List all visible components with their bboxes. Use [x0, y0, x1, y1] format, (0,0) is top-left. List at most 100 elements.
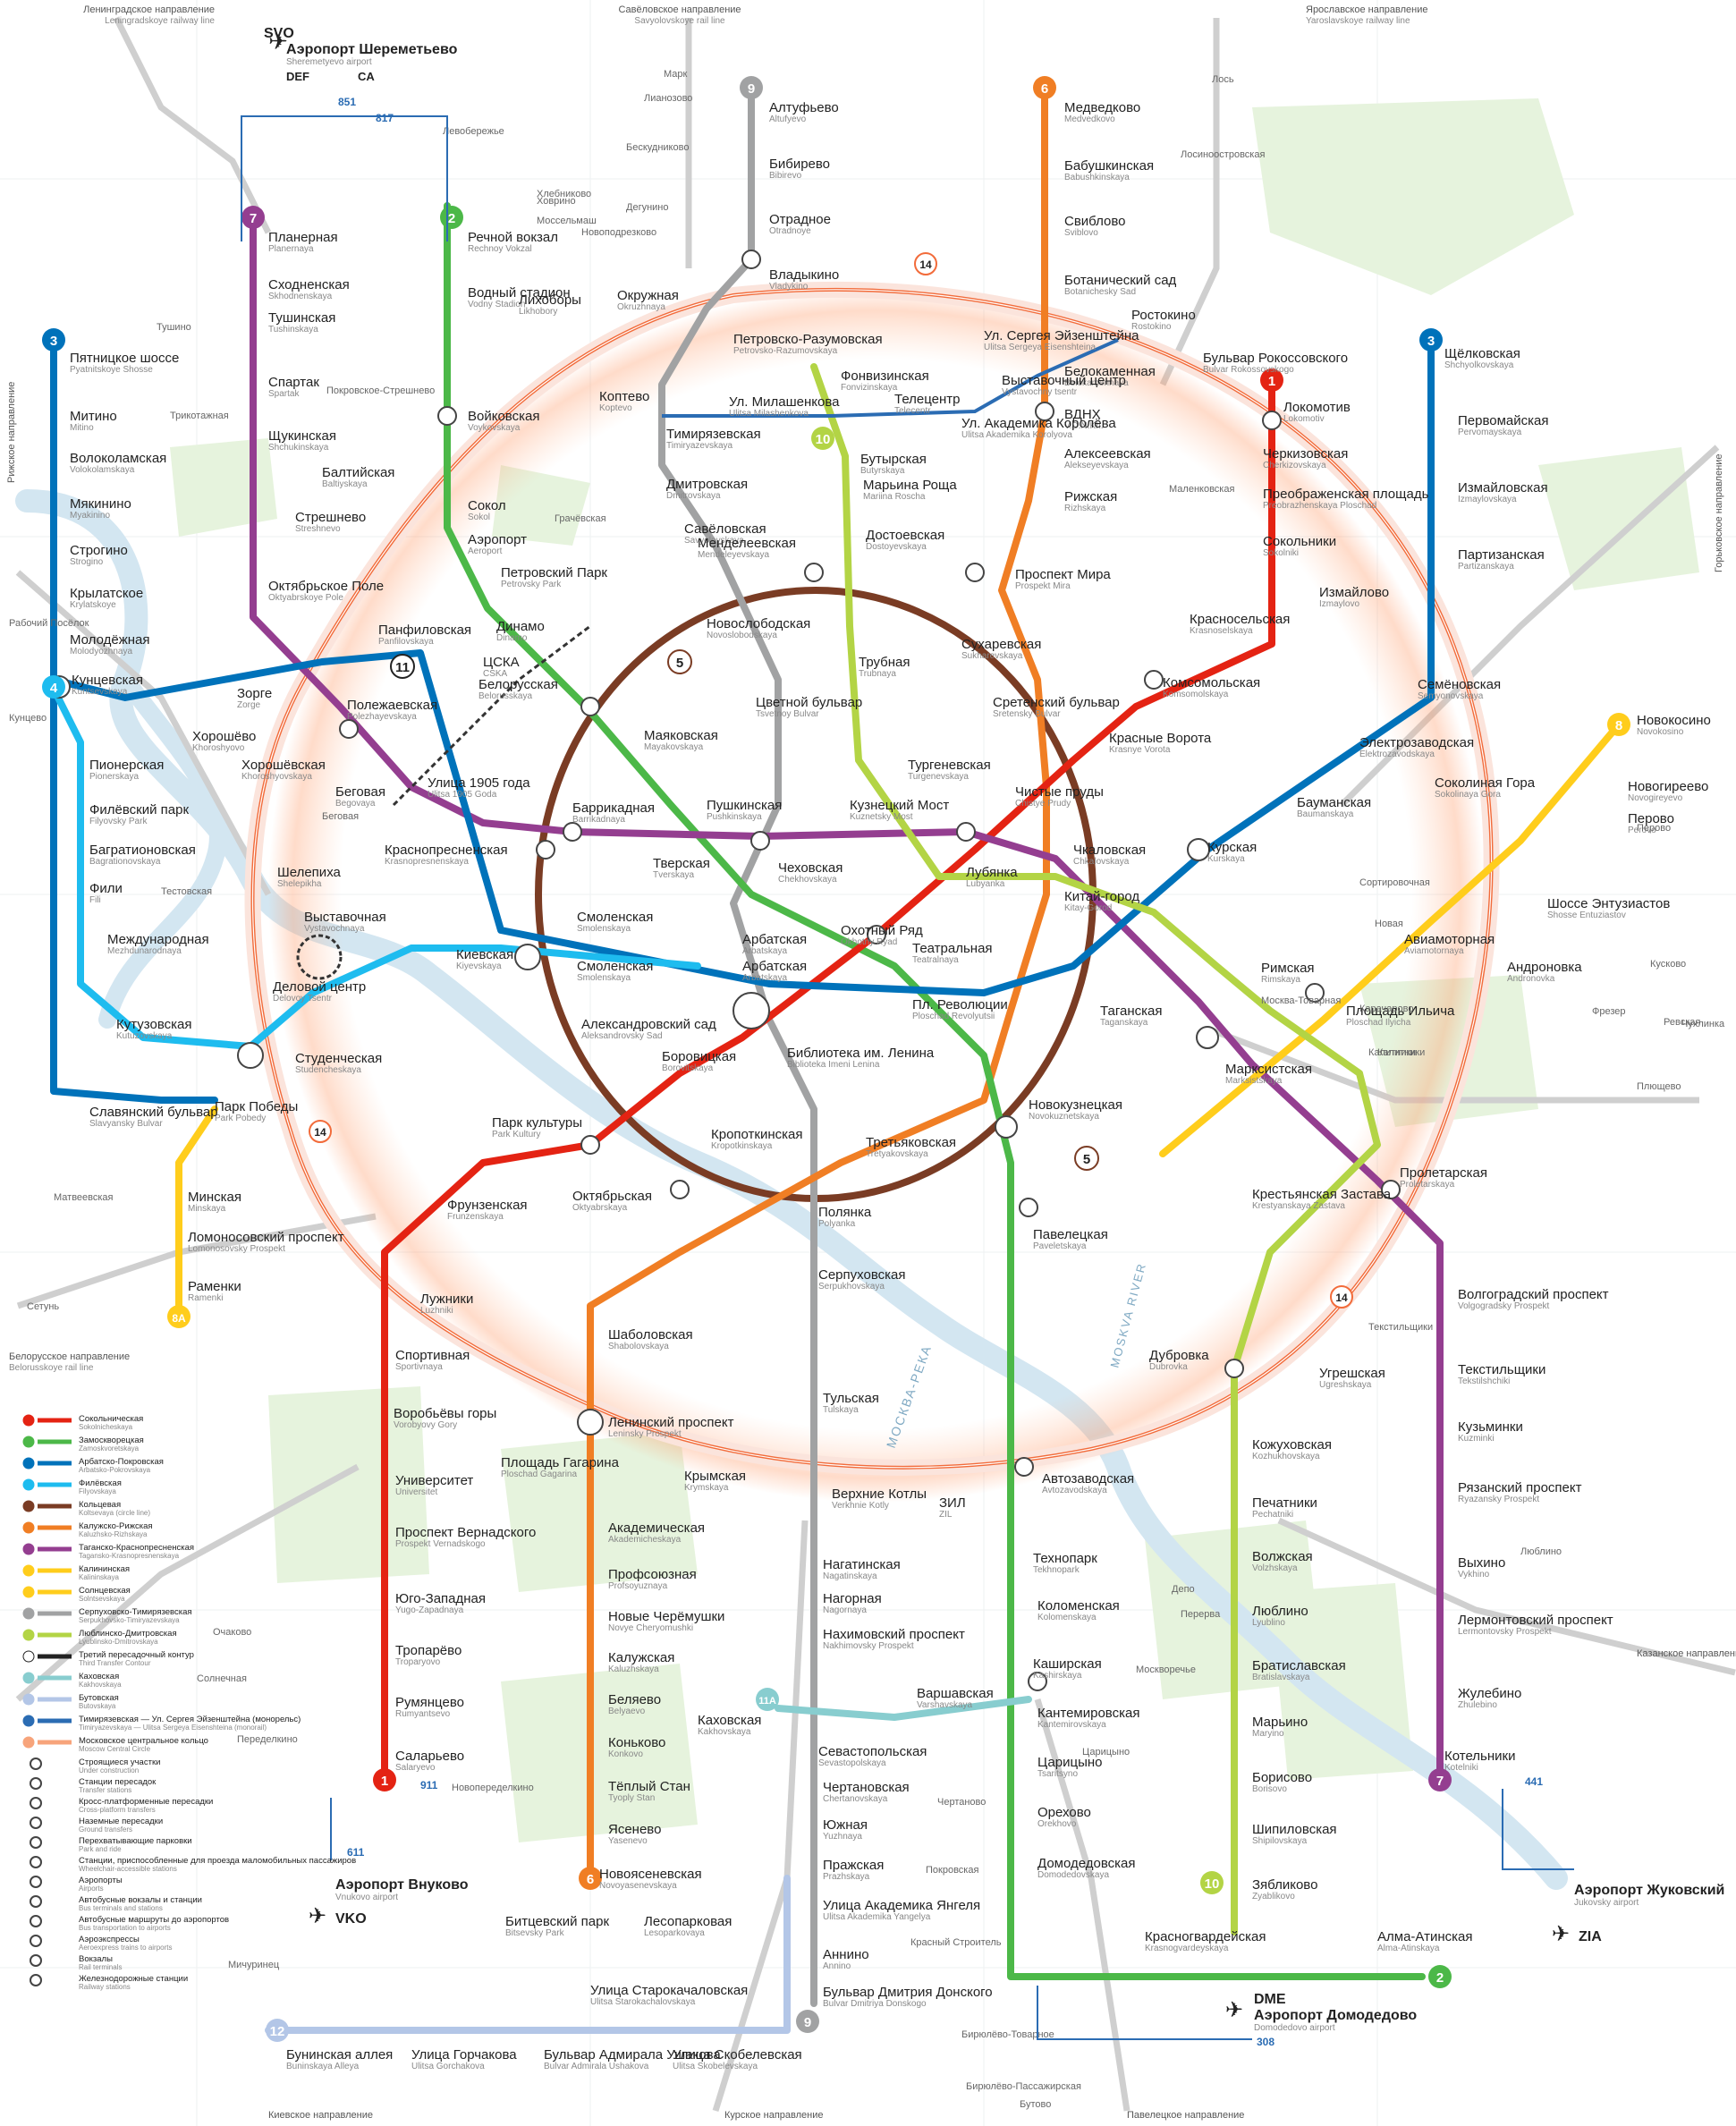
station-petrovsko[interactable]: Петровско-РазумовскаяPetrovsko-Razumovsk… — [733, 332, 883, 356]
airport-dme[interactable]: ✈ DME Аэропорт Домодедово Domodedovo air… — [1225, 1992, 1417, 2033]
